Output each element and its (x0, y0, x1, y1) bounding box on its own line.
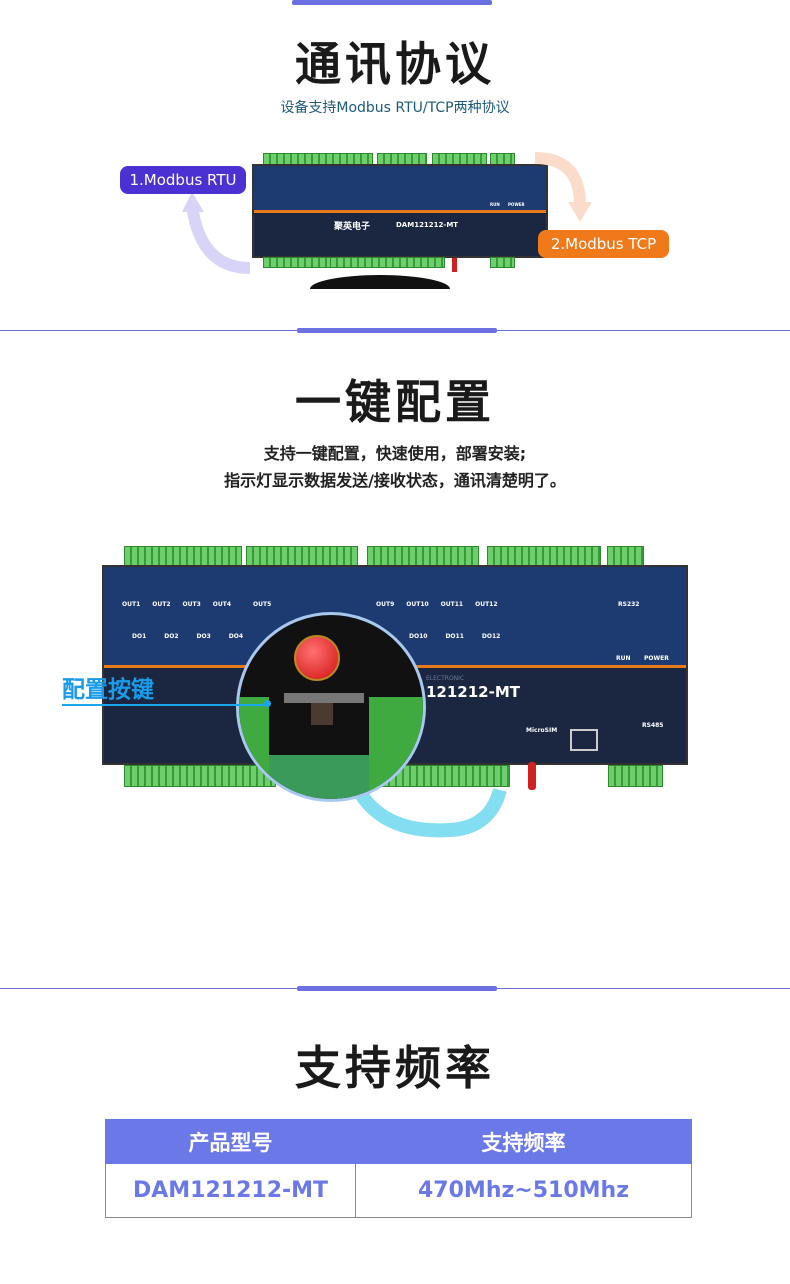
arrow-rtu-icon (182, 192, 251, 274)
protocol-tcp-badge: 2.Modbus TCP (538, 230, 669, 258)
table-row: DAM121212-MT 470Mhz~510Mhz (105, 1163, 692, 1218)
device-model: 121212-MT (426, 683, 521, 701)
led-power: POWER (644, 655, 669, 662)
top-accent (292, 0, 492, 5)
label-out4: OUT4 (212, 601, 231, 608)
section2-title: 一键配置 (295, 375, 495, 429)
label-microsim: MicroSIM (526, 727, 558, 734)
label-do1: DO1 (132, 633, 147, 640)
section2-line-1: 支持一键配置，快速使用，部署安装; (263, 444, 527, 463)
label-do4: DO4 (228, 633, 244, 640)
device-brand: 聚英电子 (334, 222, 371, 232)
label-out10: OUT10 (406, 601, 429, 608)
led-run: RUN (490, 202, 500, 207)
section1-title: 通讯协议 (295, 37, 495, 91)
arrow-curve-icon (343, 770, 507, 838)
label-rs232: RS232 (618, 601, 640, 608)
label-out1: OUT1 (122, 601, 141, 608)
arrow-tcp-icon (534, 152, 592, 222)
label-do12: DO12 (481, 633, 501, 640)
label-out12: OUT12 (475, 601, 498, 608)
device-model: DAM121212-MT (396, 221, 459, 229)
divider-accent (297, 986, 497, 991)
label-out11: OUT11 (440, 601, 464, 608)
frequency-table: 产品型号 支持频率 DAM121212-MT 470Mhz~510Mhz (105, 1119, 692, 1218)
label-out2: OUT2 (152, 601, 171, 608)
label-do10: DO10 (409, 633, 428, 640)
label-out5: OUT5 (253, 601, 272, 608)
led-run: RUN (616, 655, 631, 662)
header-frequency: 支持频率 (355, 1119, 692, 1164)
label-out3: OUT3 (182, 601, 201, 608)
cell-model: DAM121212-MT (105, 1163, 356, 1218)
label-out9: OUT9 (376, 601, 395, 608)
protocol-rtu-badge: 1.Modbus RTU (120, 166, 246, 194)
label-do11: DO11 (445, 633, 464, 640)
config-button-callout: 配置按键 (62, 677, 154, 703)
section2-line-2: 指示灯显示数据发送/接收状态，通讯清楚明了。 (224, 471, 566, 490)
label-electronic: ELECTRONIC (426, 675, 465, 682)
label-do3: DO3 (196, 633, 211, 640)
table-header-row: 产品型号 支持频率 (105, 1119, 692, 1164)
cell-frequency: 470Mhz~510Mhz (355, 1163, 692, 1218)
label-rs485: RS485 (642, 722, 664, 729)
ethernet-port (570, 729, 598, 751)
led-power: POWER (508, 202, 525, 207)
section1-subtitle: 设备支持Modbus RTU/TCP两种协议 (280, 100, 510, 116)
header-model: 产品型号 (105, 1119, 356, 1164)
label-do2: DO2 (164, 633, 179, 640)
magnifier-circle (236, 612, 426, 802)
section3-title: 支持频率 (295, 1041, 495, 1095)
divider-accent (297, 328, 497, 333)
